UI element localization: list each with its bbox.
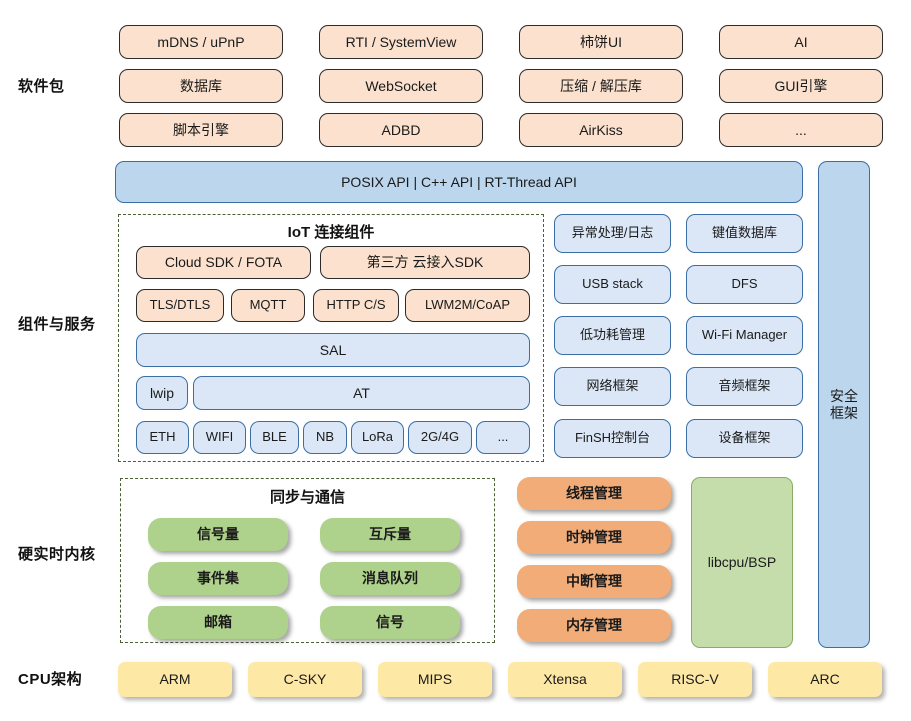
component-box[interactable]: 音频框架 — [686, 367, 803, 406]
link-layer-box[interactable]: WIFI — [193, 421, 246, 454]
software-package-box[interactable]: ADBD — [319, 113, 483, 147]
software-package-box[interactable]: 柿饼UI — [519, 25, 683, 59]
component-box[interactable]: 网络框架 — [554, 367, 671, 406]
row-label-cpu-architecture: CPU架构 — [18, 671, 83, 688]
cpu-arch-box[interactable]: MIPS — [378, 662, 492, 697]
cpu-arch-box[interactable]: ARM — [118, 662, 232, 697]
link-layer-box[interactable]: LoRa — [351, 421, 404, 454]
link-layer-box[interactable]: ETH — [136, 421, 189, 454]
software-package-box[interactable]: 压缩 / 解压库 — [519, 69, 683, 103]
cpu-arch-box[interactable]: Xtensa — [508, 662, 622, 697]
lwip-box[interactable]: lwip — [136, 376, 188, 410]
link-layer-box[interactable]: ... — [476, 421, 530, 454]
iot-protocol-box[interactable]: HTTP C/S — [313, 289, 399, 322]
iot-group-title: IoT 连接组件 — [287, 224, 375, 241]
sal-box[interactable]: SAL — [136, 333, 530, 367]
kernel-management-box[interactable]: 线程管理 — [517, 477, 671, 510]
component-box[interactable]: USB stack — [554, 265, 671, 304]
software-package-box[interactable]: GUI引擎 — [719, 69, 883, 103]
link-layer-box[interactable]: BLE — [250, 421, 299, 454]
kernel-sync-box[interactable]: 信号量 — [148, 518, 288, 551]
kernel-sync-box[interactable]: 消息队列 — [320, 562, 460, 595]
row-label-components-services: 组件与服务 — [18, 316, 96, 333]
component-box[interactable]: 低功耗管理 — [554, 316, 671, 355]
row-label-software-packages: 软件包 — [18, 78, 65, 95]
at-box[interactable]: AT — [193, 376, 530, 410]
cpu-arch-box[interactable]: RISC-V — [638, 662, 752, 697]
link-layer-box[interactable]: NB — [303, 421, 347, 454]
row-label-hard-realtime-kernel: 硬实时内核 — [18, 546, 96, 563]
iot-protocol-box[interactable]: LWM2M/CoAP — [405, 289, 530, 322]
component-box[interactable]: Wi-Fi Manager — [686, 316, 803, 355]
api-bar[interactable]: POSIX API | C++ API | RT-Thread API — [115, 161, 803, 203]
kernel-sync-box[interactable]: 信号 — [320, 606, 460, 639]
iot-sdk-box[interactable]: Cloud SDK / FOTA — [136, 246, 311, 279]
iot-protocol-box[interactable]: MQTT — [231, 289, 305, 322]
component-box[interactable]: 键值数据库 — [686, 214, 803, 253]
kernel-sync-box[interactable]: 互斥量 — [320, 518, 460, 551]
component-box[interactable]: 设备框架 — [686, 419, 803, 458]
software-package-box[interactable]: 脚本引擎 — [119, 113, 283, 147]
kernel-sync-box[interactable]: 邮箱 — [148, 606, 288, 639]
software-package-box[interactable]: AirKiss — [519, 113, 683, 147]
software-package-box[interactable]: 数据库 — [119, 69, 283, 103]
component-box[interactable]: DFS — [686, 265, 803, 304]
software-package-box[interactable]: ... — [719, 113, 883, 147]
security-framework-box[interactable]: 安全 框架 — [818, 161, 870, 648]
link-layer-box[interactable]: 2G/4G — [408, 421, 472, 454]
libcpu-bsp-box[interactable]: libcpu/BSP — [691, 477, 793, 648]
software-package-box[interactable]: WebSocket — [319, 69, 483, 103]
component-box[interactable]: FinSH控制台 — [554, 419, 671, 458]
kernel-group-frame — [120, 478, 495, 643]
kernel-group-title: 同步与通信 — [269, 489, 345, 506]
kernel-sync-box[interactable]: 事件集 — [148, 562, 288, 595]
kernel-management-box[interactable]: 中断管理 — [517, 565, 671, 598]
cpu-arch-box[interactable]: C-SKY — [248, 662, 362, 697]
kernel-management-box[interactable]: 内存管理 — [517, 609, 671, 642]
iot-sdk-box[interactable]: 第三方 云接入SDK — [320, 246, 530, 279]
software-package-box[interactable]: RTI / SystemView — [319, 25, 483, 59]
iot-group-frame — [118, 214, 544, 462]
software-package-box[interactable]: mDNS / uPnP — [119, 25, 283, 59]
component-box[interactable]: 异常处理/日志 — [554, 214, 671, 253]
software-package-box[interactable]: AI — [719, 25, 883, 59]
cpu-arch-box[interactable]: ARC — [768, 662, 882, 697]
kernel-management-box[interactable]: 时钟管理 — [517, 521, 671, 554]
iot-protocol-box[interactable]: TLS/DTLS — [136, 289, 224, 322]
